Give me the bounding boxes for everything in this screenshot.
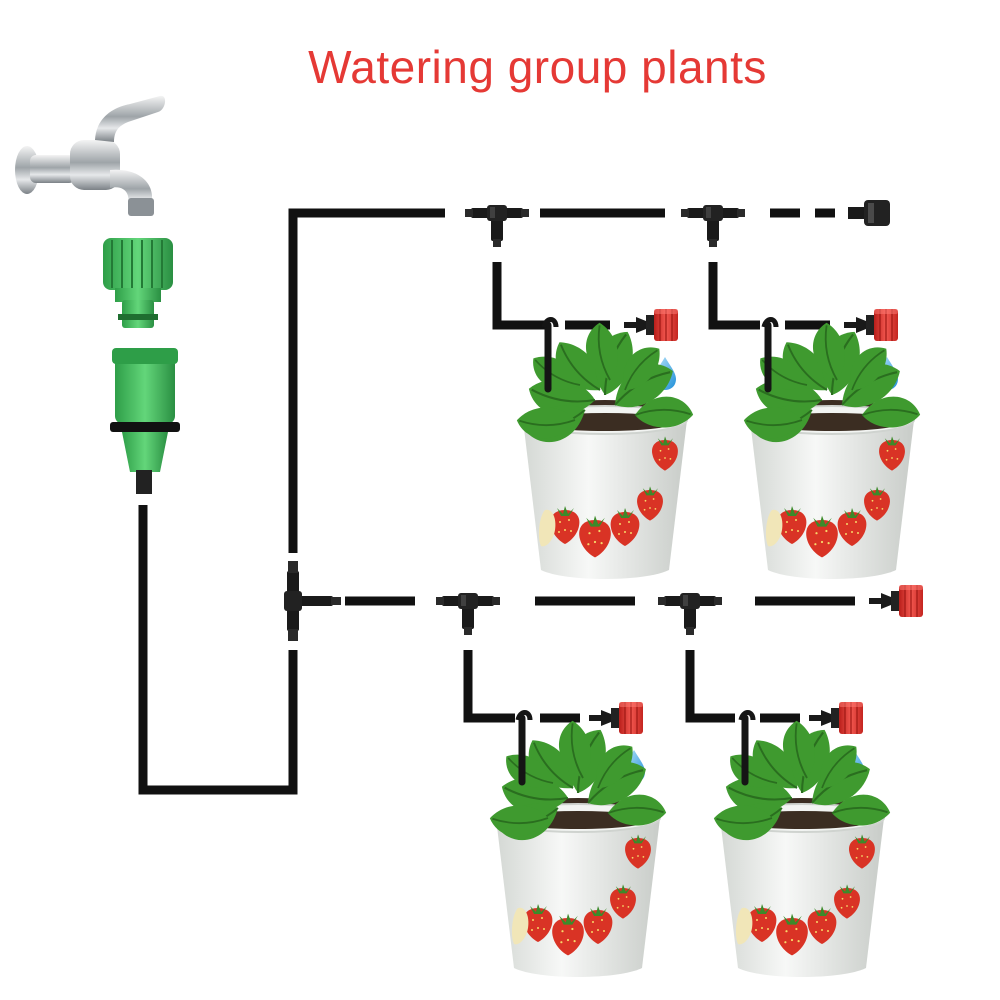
potted-strawberry-plant-icon [514, 323, 695, 579]
faucet-icon [15, 95, 166, 216]
dripper-icon [868, 584, 924, 618]
main-tube [138, 208, 855, 795]
tee-connector-icon [284, 561, 341, 641]
tee-connector-icon [436, 593, 500, 635]
tee-connector-icon [465, 205, 529, 247]
dripper-icon [588, 701, 644, 735]
dripper-icon [808, 701, 864, 735]
tee-connector-icon [658, 593, 722, 635]
dripper-icon [623, 308, 679, 342]
potted-strawberry-plant-icon [711, 721, 892, 977]
hose-adapter-icon [110, 348, 180, 494]
diagram-title: Watering group plants [308, 41, 767, 93]
end-plug-icon [848, 200, 890, 226]
hose-adapter-icon [103, 238, 173, 328]
potted-strawberry-plant-icon [487, 721, 668, 977]
tee-connector-icon [681, 205, 745, 247]
